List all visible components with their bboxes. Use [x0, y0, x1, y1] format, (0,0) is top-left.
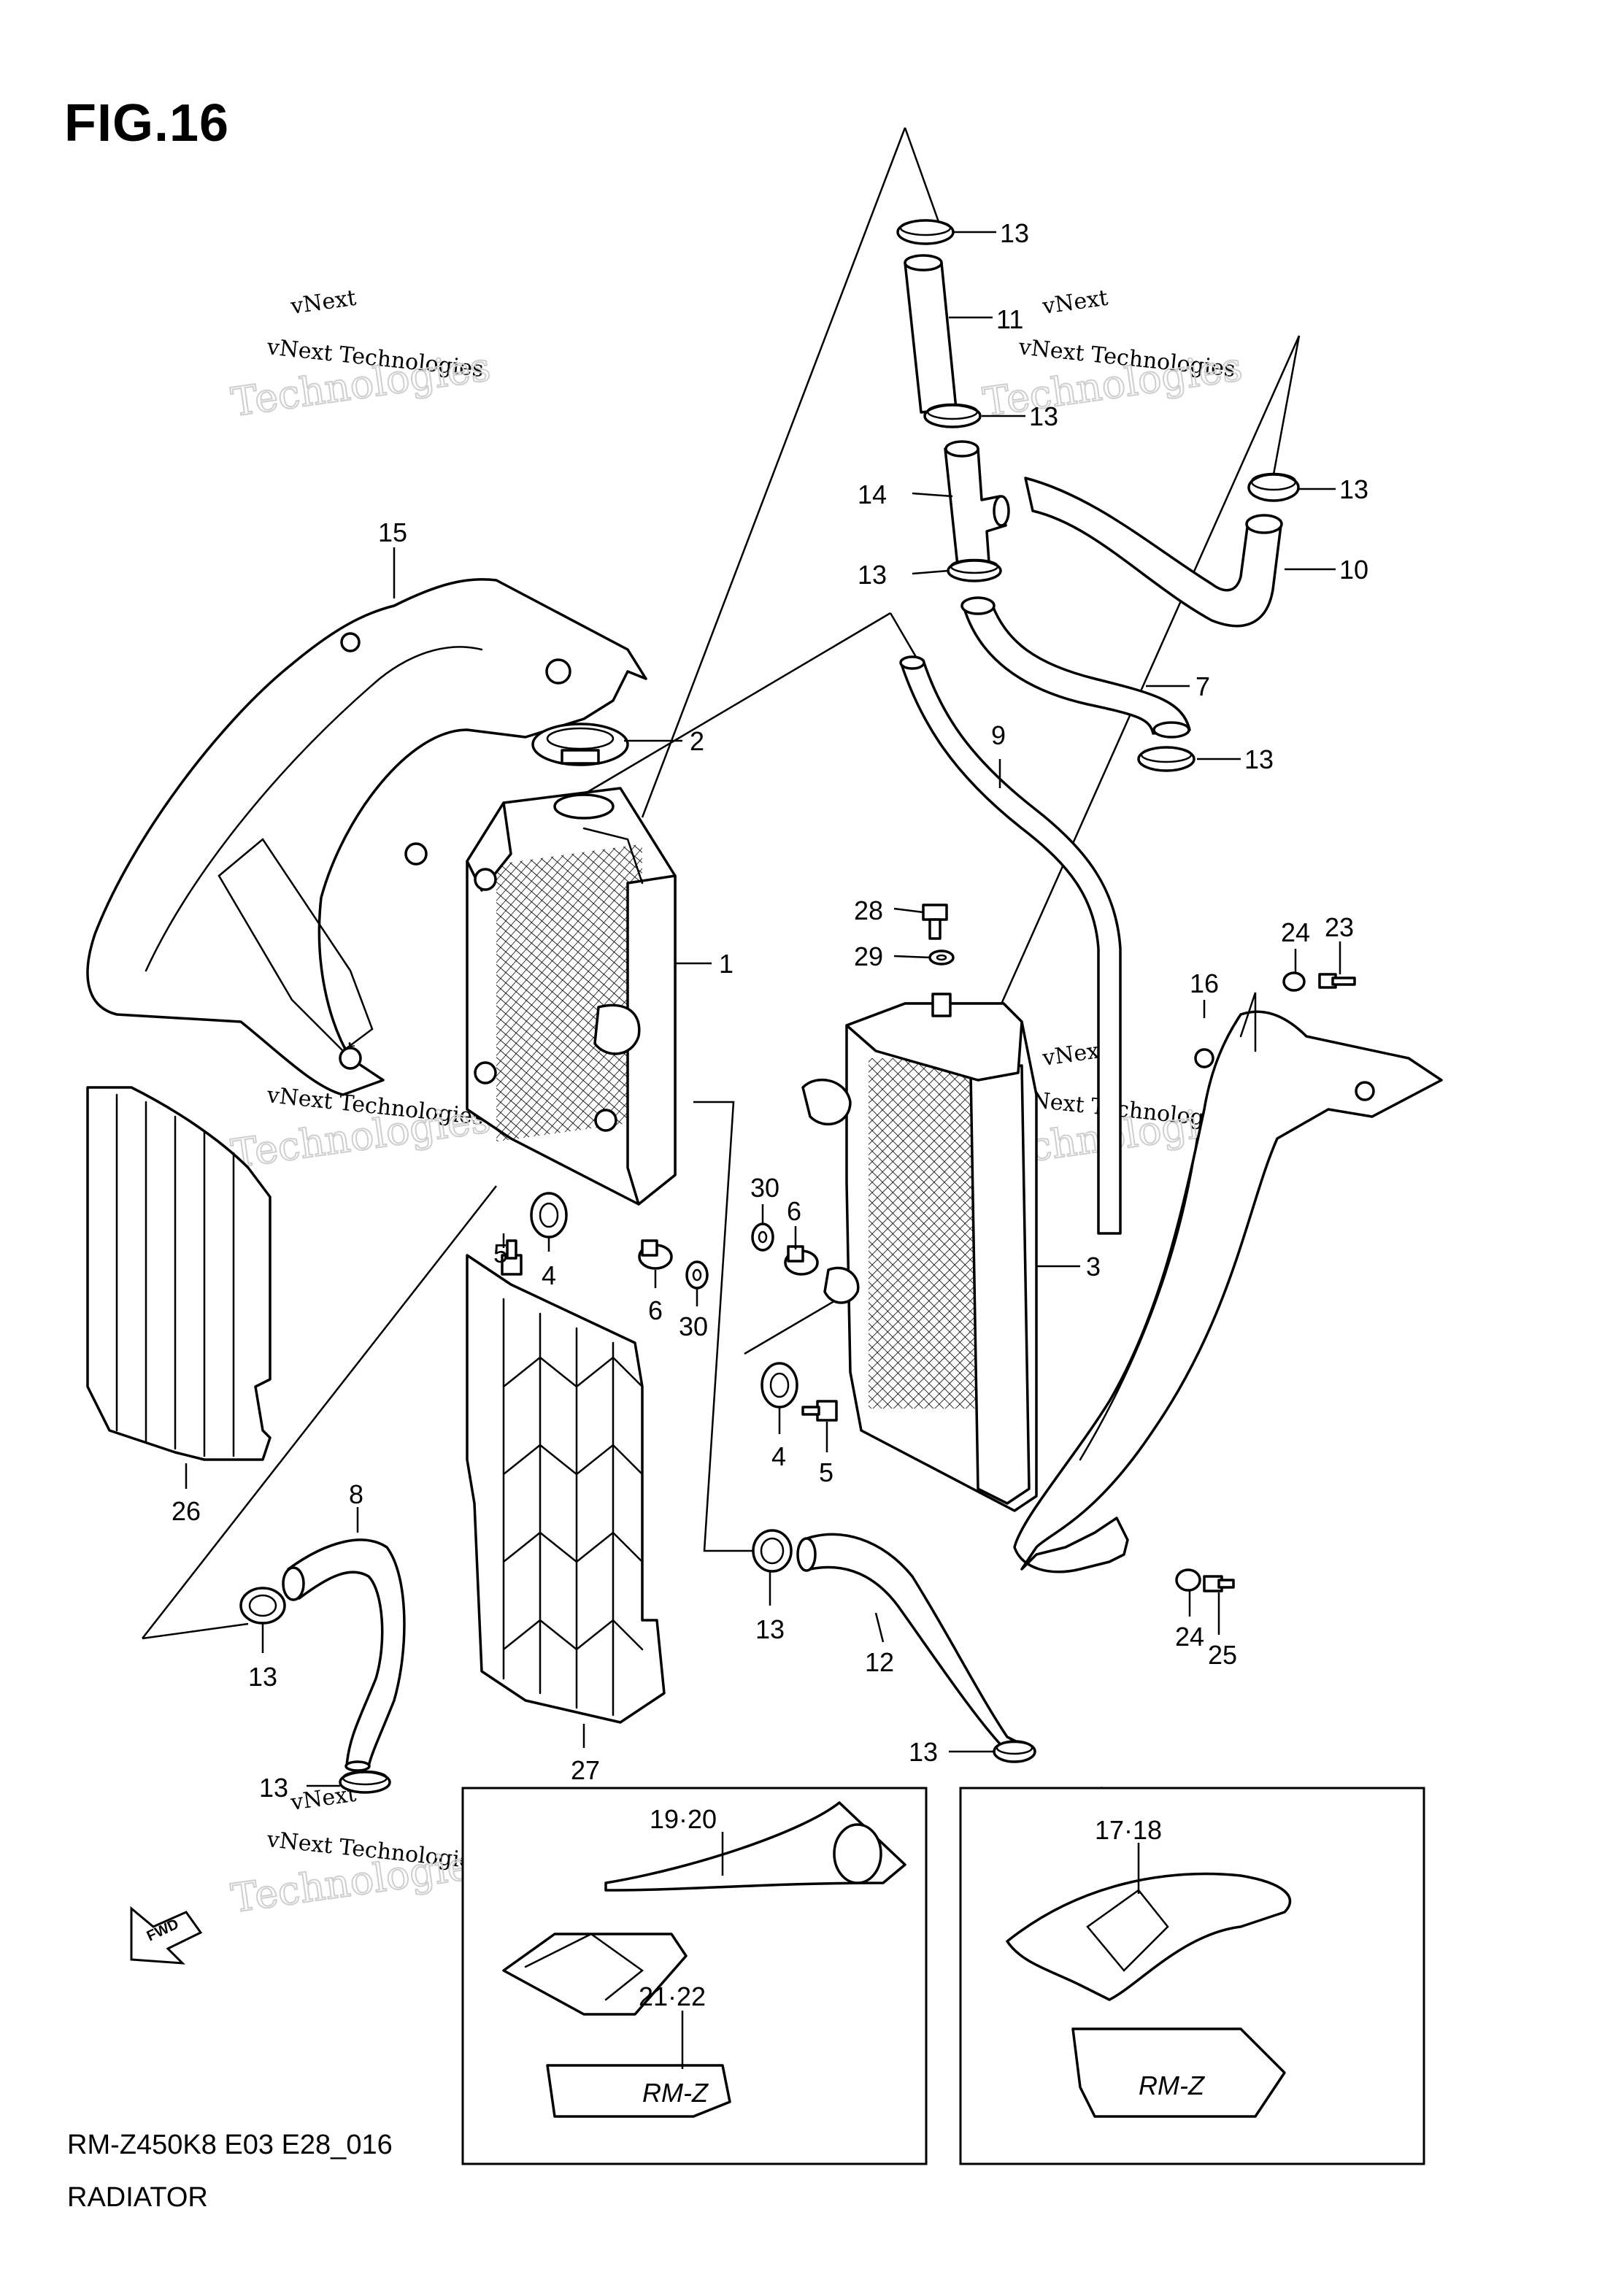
- bolt-25[interactable]: [1203, 1575, 1235, 1592]
- callout-13e: 13: [1244, 744, 1274, 774]
- decal-label-17-18: 17·18: [1095, 1815, 1162, 1845]
- callout-13i: 13: [909, 1737, 938, 1767]
- t-joint-14[interactable]: [944, 440, 1010, 567]
- grommet-4-right[interactable]: [761, 1362, 798, 1409]
- callout-4a: 4: [542, 1260, 556, 1290]
- washer-29[interactable]: [928, 949, 955, 966]
- model-code: RM-Z450K8 E03 E28_016: [67, 2130, 393, 2160]
- clamp-13-hose10[interactable]: [1247, 472, 1300, 502]
- callout-15: 15: [378, 517, 407, 547]
- hose-12[interactable]: [796, 1533, 1023, 1753]
- callout-10: 10: [1339, 555, 1368, 585]
- callout-7: 7: [1195, 671, 1210, 701]
- callout-26: 26: [172, 1496, 201, 1526]
- callout-24b: 24: [1175, 1622, 1204, 1652]
- decal-box-right: RM-Z: [959, 1787, 1425, 2165]
- hose-8[interactable]: [282, 1538, 406, 1772]
- figure-title: FIG.16: [64, 94, 230, 153]
- bolt-28[interactable]: [922, 904, 948, 940]
- washer-30-right[interactable]: [751, 1222, 774, 1252]
- clamp-13-hose12-left[interactable]: [752, 1529, 793, 1573]
- callout-29: 29: [854, 941, 883, 971]
- callout-6a: 6: [787, 1196, 801, 1226]
- nut-24-top[interactable]: [1282, 971, 1306, 992]
- svg-text:vNext: vNext: [1040, 285, 1109, 320]
- callout-25: 25: [1208, 1640, 1237, 1670]
- svg-text:vNext: vNext: [288, 285, 358, 320]
- louver-26[interactable]: [86, 1086, 272, 1461]
- radiator-cap-2[interactable]: [531, 723, 629, 766]
- callout-13f: 13: [248, 1662, 277, 1692]
- hose-11[interactable]: [904, 254, 958, 414]
- callout-13a: 13: [1000, 218, 1029, 248]
- callout-3: 3: [1086, 1252, 1101, 1282]
- bolt-5-right[interactable]: [801, 1400, 838, 1422]
- callout-8: 8: [349, 1479, 363, 1509]
- clamp-13-hose8-bottom[interactable]: [339, 1770, 391, 1794]
- decal-box-left: RM-Z: [461, 1787, 928, 2165]
- callout-9: 9: [991, 720, 1006, 750]
- radiator-left-1[interactable]: [466, 787, 677, 1206]
- callout-24a: 24: [1281, 917, 1310, 947]
- bolt-23[interactable]: [1318, 973, 1356, 989]
- callout-11: 11: [996, 304, 1023, 334]
- callout-16: 16: [1190, 968, 1219, 998]
- callout-5a: 5: [493, 1238, 508, 1268]
- callout-13h: 13: [755, 1614, 785, 1644]
- washer-24-bottom[interactable]: [1175, 1568, 1201, 1592]
- decal-label-21-22: 21·22: [639, 1981, 706, 2011]
- clamp-13-hose7[interactable]: [1137, 746, 1195, 772]
- callout-27: 27: [571, 1755, 600, 1785]
- callout-14: 14: [858, 479, 887, 509]
- shroud-15[interactable]: [86, 578, 647, 1096]
- callout-23: 23: [1325, 912, 1354, 942]
- callout-1: 1: [719, 949, 734, 979]
- callout-5b: 5: [819, 1457, 833, 1487]
- decal-logo-right: RM-Z: [1139, 2070, 1205, 2100]
- callout-30b: 30: [679, 1311, 708, 1341]
- hose-10[interactable]: [1024, 477, 1283, 628]
- watermark-top-right: vNext vNext Technologies Technologies: [979, 285, 1246, 426]
- shroud-16[interactable]: [1013, 992, 1443, 1573]
- clamp-13-hose8-top[interactable]: [239, 1587, 286, 1625]
- callout-13g: 13: [259, 1773, 288, 1803]
- clamp-13-hose12-right[interactable]: [993, 1740, 1036, 1763]
- callout-30a: 30: [750, 1173, 779, 1203]
- clamp-13-top[interactable]: [896, 219, 955, 245]
- callout-4b: 4: [771, 1441, 786, 1471]
- hose-7[interactable]: [960, 596, 1191, 739]
- callout-2: 2: [690, 726, 704, 756]
- radiator-right-3[interactable]: [801, 993, 1038, 1512]
- collar-6-left[interactable]: [638, 1239, 673, 1270]
- callout-13b: 13: [1029, 401, 1058, 431]
- bolt-5-left[interactable]: [501, 1239, 523, 1276]
- callout-28: 28: [854, 895, 883, 925]
- callout-12: 12: [865, 1647, 894, 1677]
- callout-labels: 13 11 13 14 13 13 10 7 13 9 15 2 1 28 29…: [172, 218, 1368, 2011]
- watermark-top-left: vNext vNext Technologies Technologies: [228, 285, 494, 426]
- callout-13c: 13: [858, 560, 887, 590]
- leader-lines: [185, 231, 1341, 2069]
- decal-label-19-20: 19·20: [650, 1804, 717, 1834]
- clamp-13-third[interactable]: [947, 558, 1002, 582]
- louver-27[interactable]: [466, 1254, 666, 1724]
- figure-name: RADIATOR: [67, 2182, 208, 2213]
- clamp-13-second[interactable]: [923, 403, 982, 428]
- callout-6b: 6: [648, 1295, 663, 1325]
- washer-30-left[interactable]: [685, 1260, 709, 1290]
- decal-logo-left: RM-Z: [642, 2078, 709, 2108]
- grommet-4-left[interactable]: [530, 1192, 568, 1238]
- forward-arrow-icon: FWD: [130, 1906, 203, 1965]
- callout-13d: 13: [1339, 474, 1368, 504]
- collar-6-right[interactable]: [784, 1245, 819, 1276]
- hose-9[interactable]: [899, 655, 1122, 1235]
